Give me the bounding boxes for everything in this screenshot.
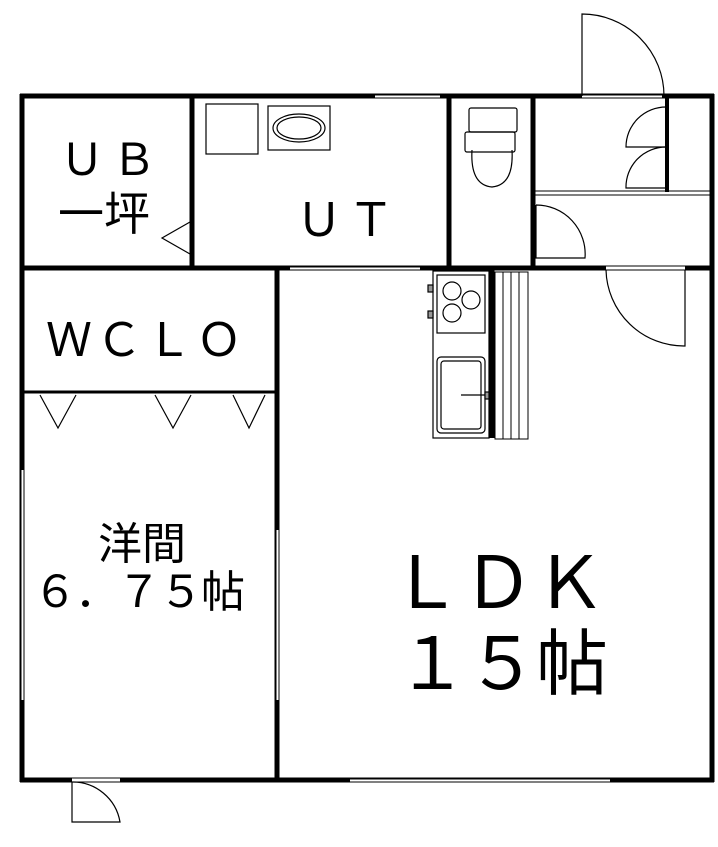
washing-machine: [205, 103, 259, 155]
ub-size-label: 一坪: [58, 187, 150, 241]
entrance-door: [581, 13, 665, 97]
hall-door: [535, 204, 586, 259]
closet-door-upper: [625, 106, 667, 148]
washbasin: [267, 105, 331, 151]
doors: [71, 13, 686, 823]
ldk-size: １５帖: [396, 622, 608, 706]
kitchen-counter: [427, 270, 490, 439]
ub-label: ＵＢ: [60, 135, 164, 186]
openings: [20, 94, 685, 782]
ldk-door: [605, 269, 686, 347]
western-room-size: ６．７５帖: [33, 567, 245, 618]
closet-door-lower: [625, 146, 667, 189]
wclo-label: ＷＣＬＯ: [46, 313, 246, 367]
kitchen-shelf: [494, 271, 529, 440]
toilet: [464, 107, 518, 188]
western-room-label: 洋間: [98, 519, 186, 570]
closet-doors: [39, 394, 266, 430]
western-door: [71, 781, 121, 823]
ldk-label: ＬＤＫ: [390, 541, 607, 625]
ub-door-marker: [160, 221, 191, 255]
ut-label: ＵＴ: [296, 193, 400, 247]
